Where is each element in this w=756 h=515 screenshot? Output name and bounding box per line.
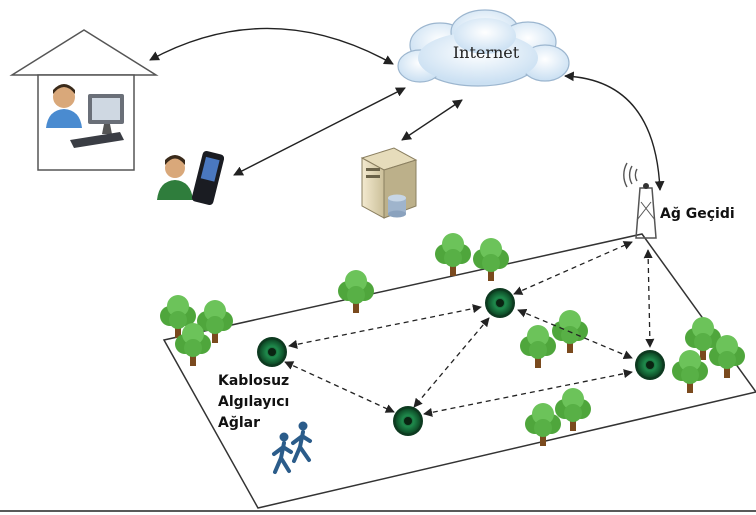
home-user-house bbox=[9, 29, 159, 171]
link-gateway-n4 bbox=[643, 249, 655, 348]
sensor-field bbox=[162, 233, 756, 509]
signal-waves-icon bbox=[623, 162, 638, 188]
link-server-internet bbox=[401, 99, 463, 141]
walking-people-icon bbox=[272, 421, 312, 474]
database-icon bbox=[388, 194, 406, 218]
link-gateway-internet bbox=[564, 71, 665, 191]
link-n2-n4 bbox=[517, 308, 633, 360]
sensor-node-1 bbox=[257, 337, 287, 367]
link-home-internet bbox=[149, 27, 394, 65]
sensor-node-3 bbox=[393, 406, 423, 436]
sensor-node-4 bbox=[635, 350, 665, 380]
gateway-tower-icon bbox=[623, 162, 657, 239]
server-icon bbox=[360, 147, 418, 219]
wsn-label: Kablosuz Algılayıcı Ağlar bbox=[218, 373, 289, 431]
sensor-node-2 bbox=[485, 288, 515, 318]
tree bbox=[435, 233, 471, 276]
link-n1-n2 bbox=[288, 304, 482, 349]
wsn-label-line2: Algılayıcı bbox=[218, 394, 289, 410]
internet-label: Internet bbox=[453, 43, 520, 62]
link-n2-n3 bbox=[413, 317, 490, 408]
wsn-label-line3: Ağlar bbox=[218, 415, 260, 431]
desktop-user-icon bbox=[46, 84, 124, 148]
link-n2-gateway bbox=[513, 241, 633, 295]
mobile-phone-icon bbox=[191, 150, 225, 206]
internet-cloud: Internet bbox=[397, 9, 570, 87]
gateway-label: Ağ Geçidi bbox=[660, 206, 735, 222]
wsn-label-line1: Kablosuz bbox=[218, 373, 289, 389]
internet-links bbox=[149, 27, 665, 191]
sensor-links bbox=[284, 241, 655, 417]
link-mobile-internet bbox=[233, 87, 406, 176]
link-n1-n3 bbox=[284, 361, 395, 413]
mobile-user-icon bbox=[157, 150, 225, 206]
